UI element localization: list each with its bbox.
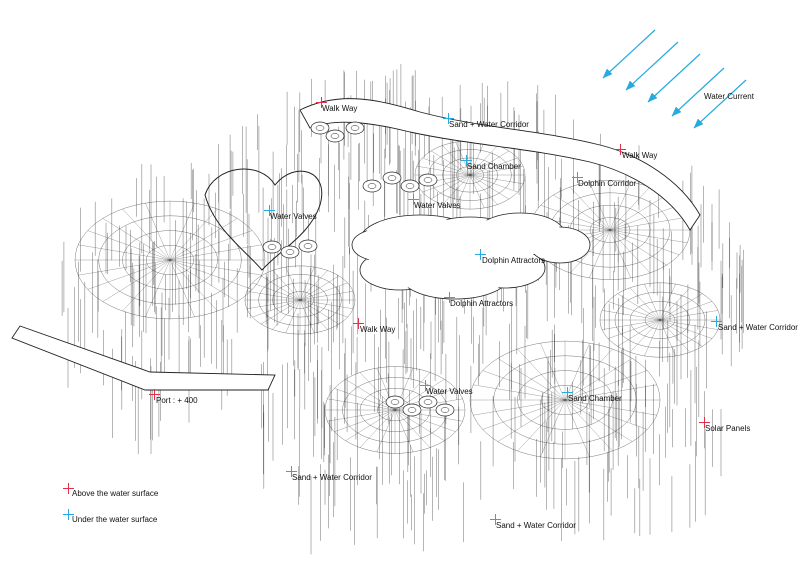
label-water-current: Water Current — [704, 92, 754, 101]
walkway-decks — [11, 98, 701, 417]
under-water-marker — [420, 380, 431, 391]
label-water-valves-left: Water Valves — [270, 212, 317, 221]
label-dolphin-corridor: Dolphin Corridor — [578, 179, 637, 188]
label-sand-water-corridor-right: Sand + Water Corridor — [718, 323, 798, 332]
label-water-valves-mid: Water Valves — [414, 201, 461, 210]
under-water-marker — [443, 113, 454, 124]
label-sand-chamber-top: Sand Chamber — [467, 162, 521, 171]
label-port: Port : + 400 — [156, 396, 198, 405]
label-sand-water-corridor-bottom: Sand + Water Corridor — [496, 521, 576, 530]
legend-under-label: Under the water surface — [72, 515, 158, 524]
under-water-marker — [711, 316, 722, 327]
legend-above-marker — [63, 483, 74, 494]
above-water-marker — [699, 417, 710, 428]
above-water-marker — [615, 144, 626, 155]
label-water-valves-lower: Water Valves — [426, 387, 473, 396]
legend-above-label: Above the water surface — [72, 489, 159, 498]
label-solar-panels: Solar Panels — [705, 424, 751, 433]
under-water-marker — [461, 155, 472, 166]
under-water-marker — [408, 194, 419, 205]
label-dolphin-attractors-1: Dolphin Attractors — [482, 256, 546, 265]
above-water-marker — [316, 97, 327, 108]
label-dolphin-attractors-2: Dolphin Attractors — [450, 299, 514, 308]
under-water-marker — [490, 514, 501, 525]
water-current-arrows — [602, 29, 747, 129]
label-sand-water-corridor-bottom-left: Sand + Water Corridor — [292, 473, 372, 482]
label-sand-chamber-lower: Sand Chamber — [568, 394, 622, 403]
label-walk-way-lower: Walk Way — [360, 325, 396, 334]
label-sand-water-corridor-top: Sand + Water Corridor — [449, 120, 529, 129]
above-water-marker — [353, 318, 364, 329]
legend-under-marker — [63, 509, 74, 520]
label-walk-way-top: Walk Way — [322, 104, 358, 113]
under-water-marker — [572, 172, 583, 183]
under-water-marker — [562, 387, 573, 398]
label-walk-way-right: Walk Way — [622, 151, 658, 160]
above-water-marker — [149, 389, 160, 400]
pile-field — [61, 63, 744, 555]
under-water-marker — [264, 205, 275, 216]
under-water-marker — [475, 249, 486, 260]
under-water-marker — [286, 466, 297, 477]
under-water-marker — [444, 292, 455, 303]
